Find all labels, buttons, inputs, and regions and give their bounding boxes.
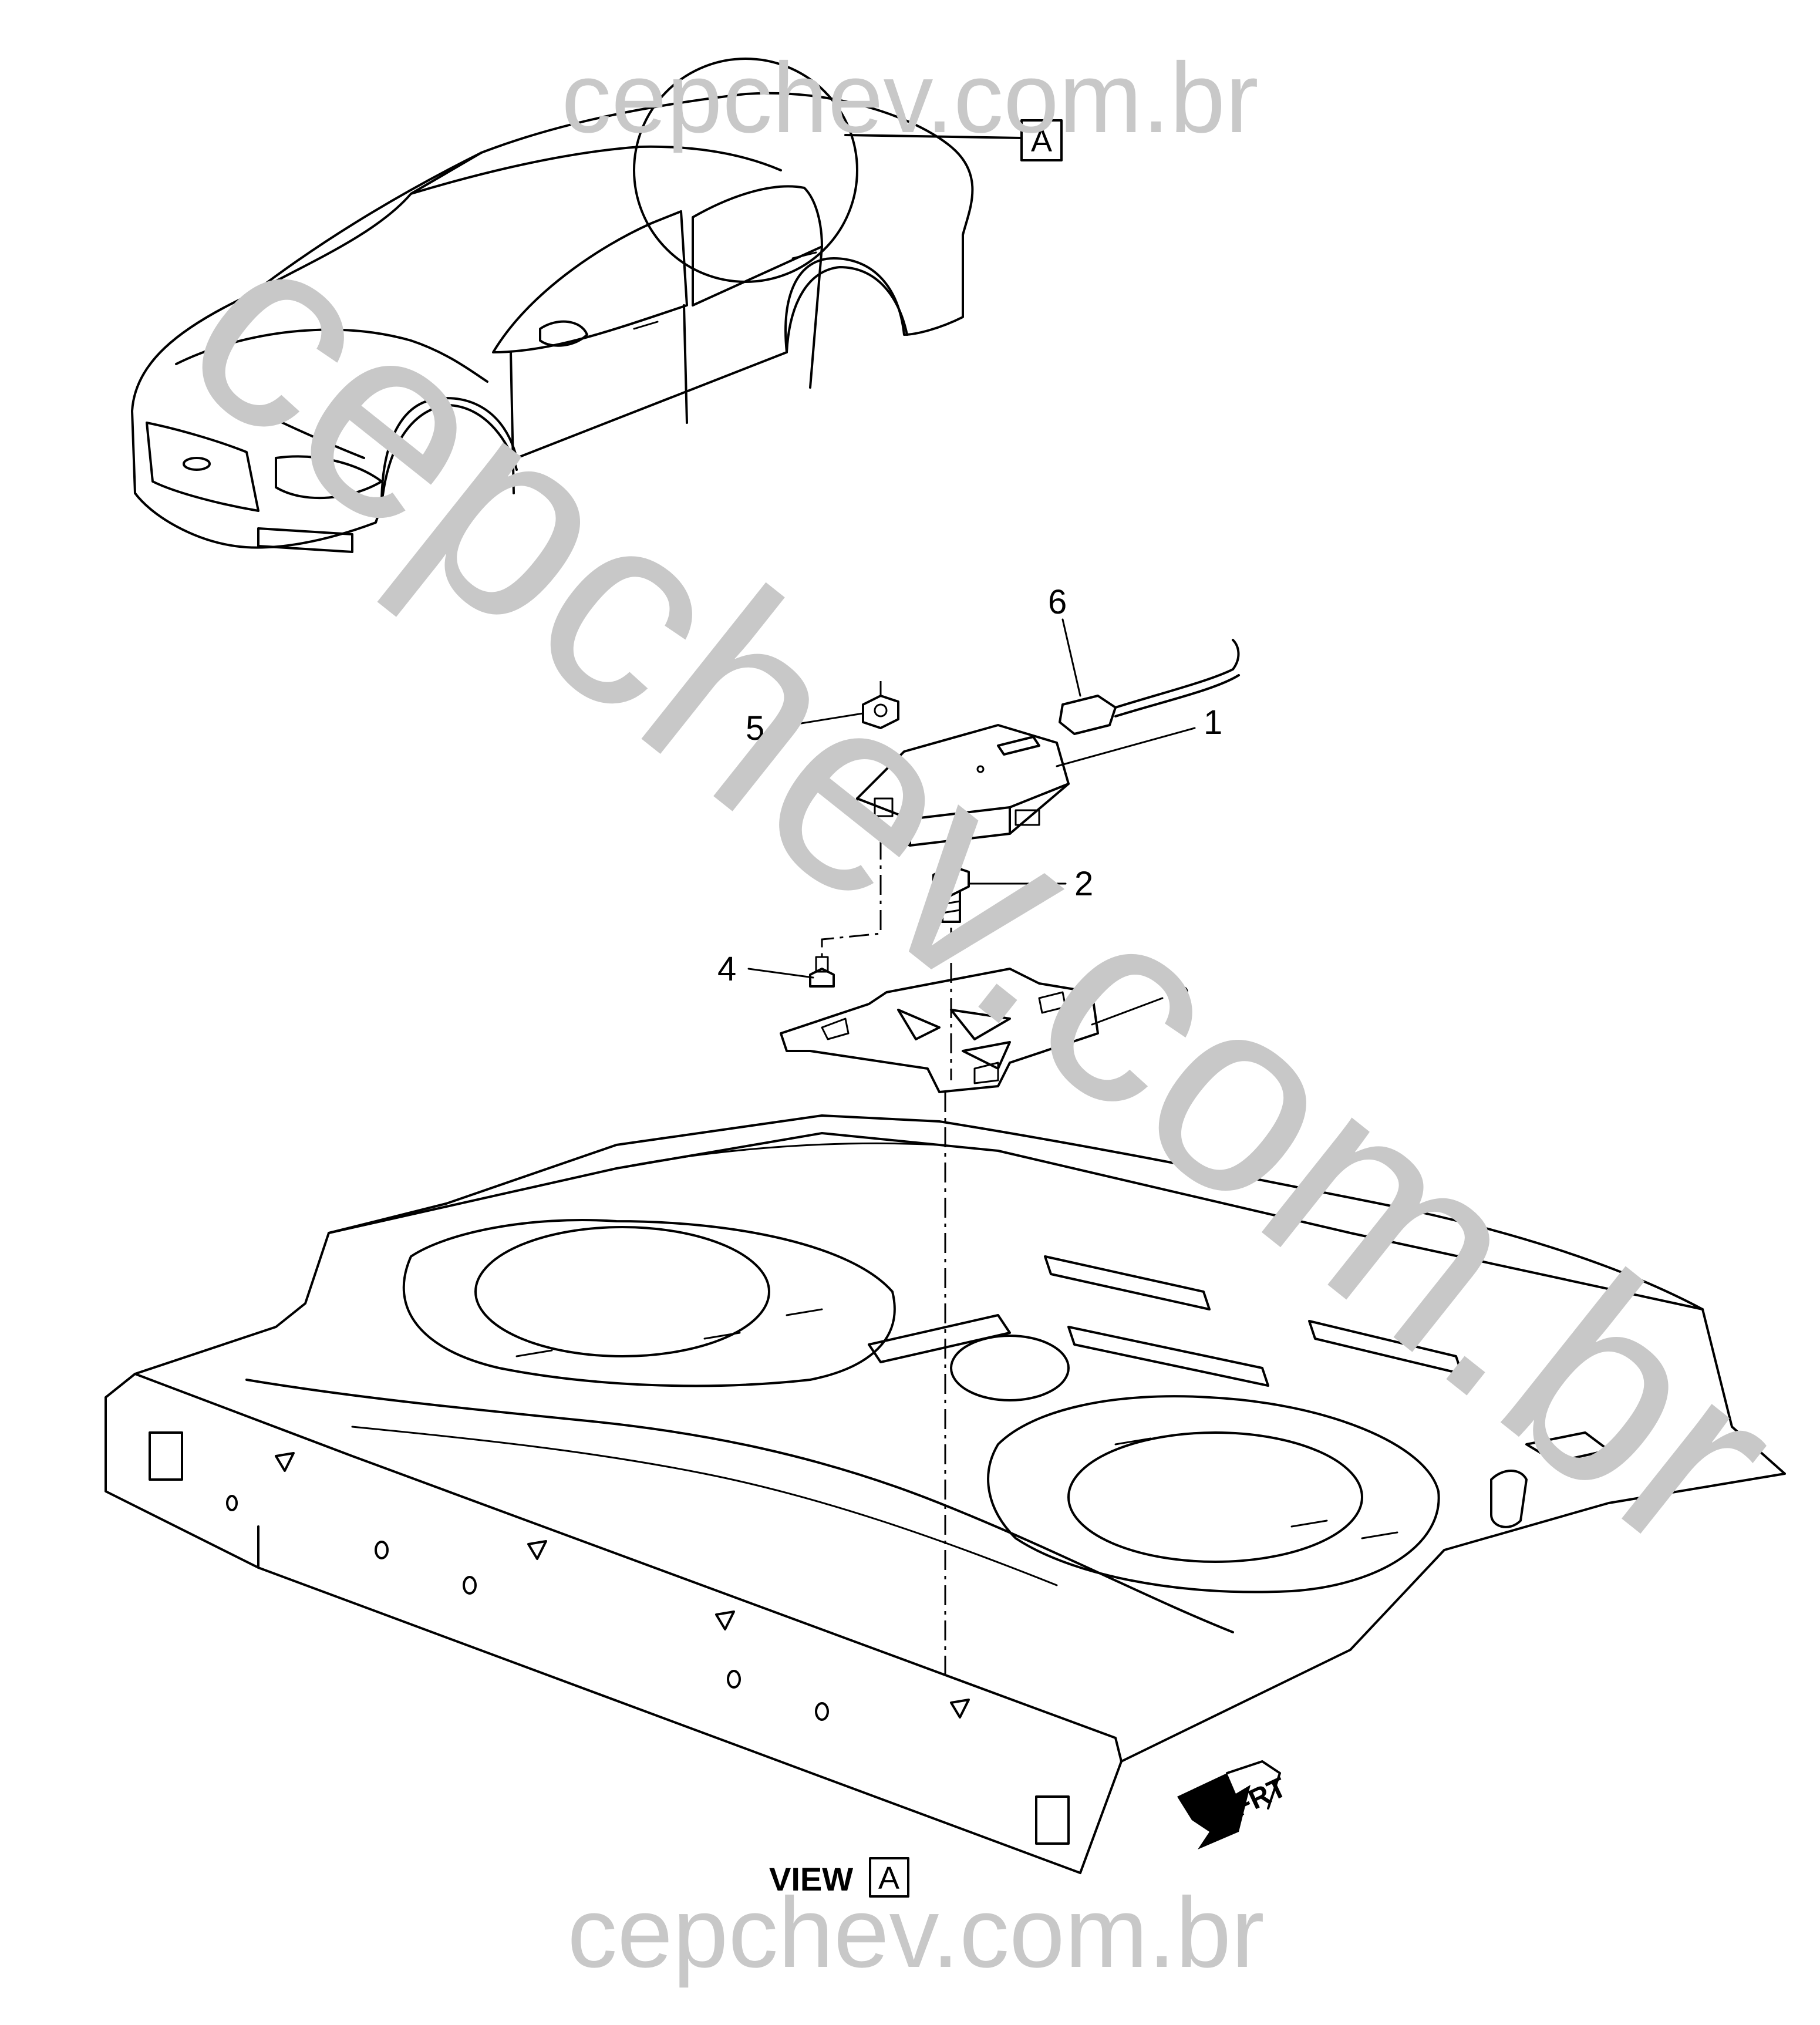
callout-2: 2 xyxy=(1074,865,1093,903)
callout-6: 6 xyxy=(1048,583,1067,621)
view-label-text: VIEW xyxy=(769,1861,853,1898)
bracket-part xyxy=(780,968,1099,1093)
stud-part xyxy=(809,956,835,988)
front-arrow-label: FRT xyxy=(1228,1771,1291,1822)
view-label-ref: A xyxy=(878,1861,899,1896)
vehicle-illustration xyxy=(131,92,974,553)
alignment-lines xyxy=(821,681,952,1679)
callout-1: 1 xyxy=(1204,703,1222,742)
detail-callout: A xyxy=(633,58,1063,283)
callout-4: 4 xyxy=(717,950,736,988)
callout-3: 3 xyxy=(1171,979,1190,1017)
front-direction-arrow: FRT xyxy=(1177,1760,1291,1849)
detail-ref-box-label: A xyxy=(1031,123,1052,159)
callout-numbers: 1 2 3 4 5 6 xyxy=(717,583,1222,1017)
floor-panel xyxy=(105,1114,1786,1874)
callout-5: 5 xyxy=(746,709,764,747)
watermark-bottom: cepchev.com.br xyxy=(567,1877,1264,1989)
callout-leaders xyxy=(747,618,1196,1026)
module-part xyxy=(856,724,1070,847)
bolt-part xyxy=(932,865,970,923)
harness-part xyxy=(1059,639,1240,735)
view-label: VIEW A xyxy=(769,1857,909,1898)
watermark-top: cepchev.com.br xyxy=(561,42,1258,154)
front-arrow-icon xyxy=(1177,1773,1251,1849)
